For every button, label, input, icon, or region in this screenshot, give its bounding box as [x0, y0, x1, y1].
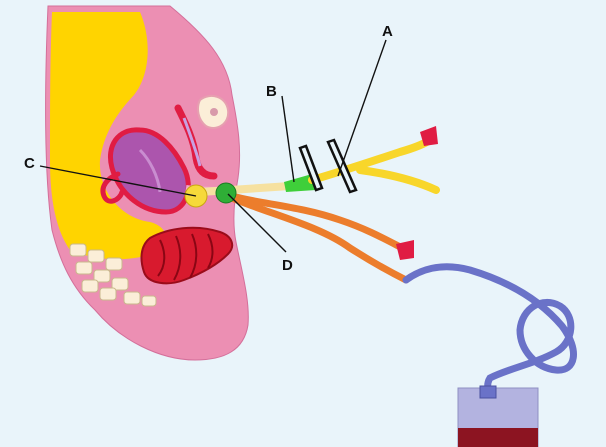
bag-port [480, 386, 496, 398]
label-d: D [282, 257, 293, 274]
leader-line-b [282, 96, 294, 182]
label-b: B [266, 83, 277, 100]
bag-urine [458, 428, 538, 447]
drain-tube [406, 267, 573, 394]
yellow-tube-branch [360, 170, 436, 190]
green-fitting [216, 183, 236, 203]
label-a: A [382, 23, 393, 40]
label-c: C [24, 155, 35, 172]
bone-detail [210, 108, 218, 116]
